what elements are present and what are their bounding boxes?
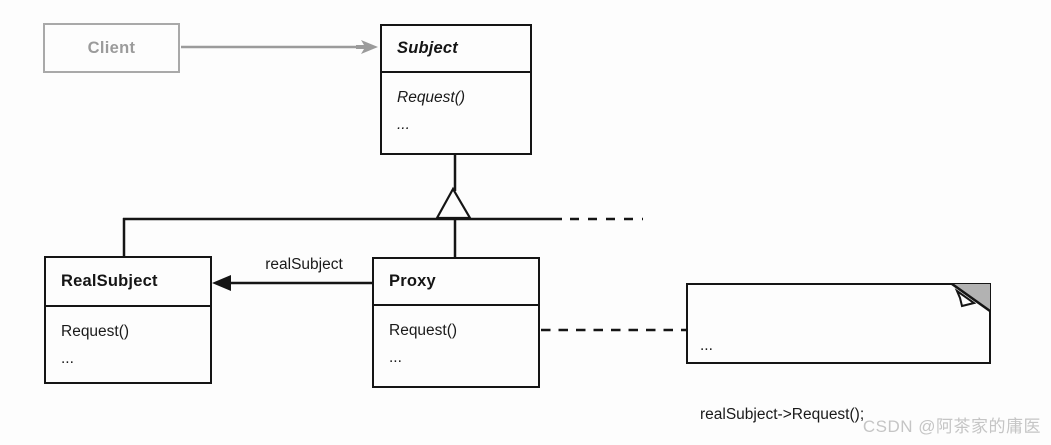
realsubject-method-request: Request() (61, 323, 130, 340)
inheritance-triangle-icon (435, 186, 472, 220)
note-fold-corner-icon (951, 283, 991, 313)
realsubject-methods: Request() ... (46, 307, 210, 372)
proxy-method-ellipsis: ... (389, 349, 402, 366)
implementation-note-box: ... realSubject->Request(); ... (686, 283, 991, 423)
client-class-name: Client (87, 38, 136, 57)
note-code: ... realSubject->Request(); ... (688, 285, 989, 445)
note-line-1: ... (700, 337, 713, 354)
realsubject-method-ellipsis: ... (61, 350, 74, 367)
proxy-method-request: Request() (389, 322, 458, 339)
realsubject-class-name: RealSubject (46, 258, 210, 307)
subject-methods: Request() ... (382, 73, 530, 138)
realsubject-class-box: RealSubject Request() ... (44, 256, 212, 384)
note-line-2: realSubject->Request(); (700, 406, 865, 423)
gray-arrowhead-icon (356, 40, 378, 54)
proxy-class-name: Proxy (374, 259, 538, 306)
proxy-methods: Request() ... (374, 306, 538, 371)
association-role-label: realSubject (265, 256, 343, 273)
subject-class-box: Subject Request() ... (380, 24, 532, 155)
proxy-class-box: Proxy Request() ... (372, 257, 540, 388)
client-class-box: Client (43, 23, 180, 73)
proxy-realsubject-association (212, 275, 372, 291)
subject-method-request: Request() (397, 89, 466, 106)
subject-method-ellipsis: ... (397, 116, 410, 133)
csdn-watermark: CSDN @阿茶家的庸医 (862, 417, 1041, 436)
black-arrowhead-icon (212, 275, 231, 291)
subject-class-name: Subject (382, 26, 530, 73)
client-subject-association (181, 40, 378, 54)
